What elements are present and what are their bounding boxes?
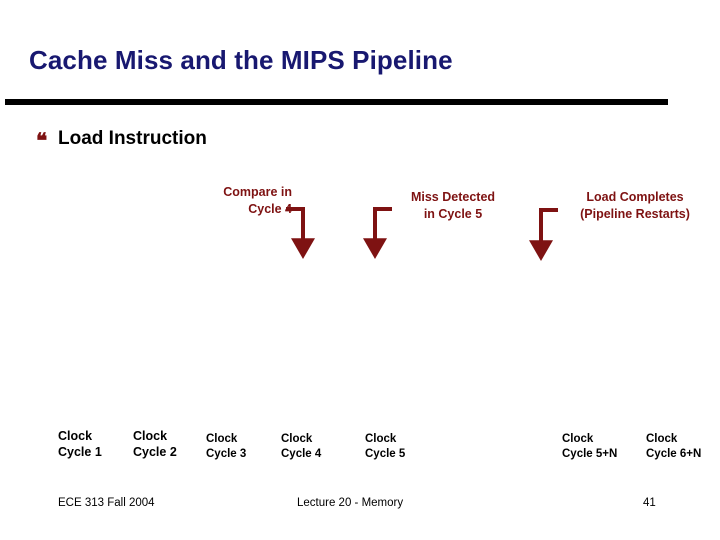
clock-cycle-label-4: Clock Cycle 4 <box>281 432 321 462</box>
clock-cycle-label-6-plus-n: Clock Cycle 6+N <box>646 432 701 462</box>
bullet-marker-icon: ❝ <box>36 129 48 153</box>
clock-label-line-1: Clock <box>365 433 397 445</box>
clock-label-line-2: Cycle 2 <box>133 445 177 460</box>
clock-label-line-2: Cycle 3 <box>206 447 247 460</box>
callout-line-2: Cycle 4 <box>248 201 292 216</box>
clock-cycle-label-5-plus-n: Clock Cycle 5+N <box>562 432 617 462</box>
callout-line-2: (Pipeline Restarts) <box>580 206 690 221</box>
callout-line-1: Miss Detected <box>410 190 496 204</box>
callout-line-1: Compare in <box>223 185 292 199</box>
clock-label-line-2: Cycle 5 <box>365 447 406 460</box>
callout-compare-in-cycle-4: Compare in Cycle 4 <box>176 184 292 217</box>
footer-lecture-label: Lecture 20 - Memory <box>297 497 404 509</box>
footer-page-number: 41 <box>643 497 656 509</box>
clock-label-line-1: Clock <box>562 433 594 445</box>
bullet-item-label: Load Instruction <box>58 128 207 149</box>
clock-label-line-1: Clock <box>206 433 238 445</box>
callout-line-1: Load Completes <box>586 190 684 204</box>
clock-label-line-1: Clock <box>281 433 313 445</box>
clock-cycle-label-5: Clock Cycle 5 <box>365 432 405 462</box>
clock-cycle-label-1: Clock Cycle 1 <box>58 428 102 461</box>
clock-label-line-1: Clock <box>646 433 678 445</box>
clock-label-line-1: Clock <box>133 429 168 443</box>
clock-label-line-2: Cycle 1 <box>58 445 102 460</box>
bullet-list-item: ❝ Load Instruction <box>36 128 207 153</box>
footer-course-label: ECE 313 Fall 2004 <box>58 497 155 509</box>
callout-load-completes: Load Completes (Pipeline Restarts) <box>552 189 718 222</box>
callout-line-2: in Cycle 5 <box>423 206 483 221</box>
clock-label-line-2: Cycle 6+N <box>646 447 702 460</box>
clock-label-line-1: Clock <box>58 429 93 443</box>
page-title: Cache Miss and the MIPS Pipeline <box>29 45 453 75</box>
clock-cycle-label-3: Clock Cycle 3 <box>206 432 246 462</box>
title-divider-rule <box>5 99 668 105</box>
clock-label-line-2: Cycle 5+N <box>562 447 618 460</box>
callout-miss-detected-in-cycle-5: Miss Detected in Cycle 5 <box>386 189 520 222</box>
clock-cycle-label-2: Clock Cycle 2 <box>133 428 177 461</box>
clock-label-line-2: Cycle 4 <box>281 447 322 460</box>
